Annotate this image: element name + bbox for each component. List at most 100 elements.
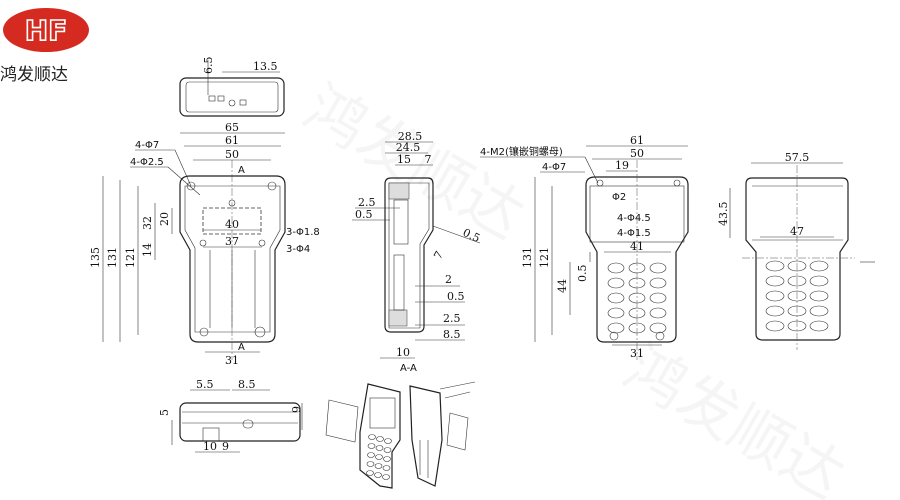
svg-text:121: 121 [124, 247, 137, 268]
svg-text:8.5: 8.5 [238, 378, 256, 391]
svg-text:7: 7 [425, 153, 432, 166]
svg-text:4-Φ7: 4-Φ7 [542, 162, 566, 173]
svg-text:61: 61 [225, 134, 239, 147]
svg-text:50: 50 [630, 147, 644, 160]
key-oval [382, 474, 390, 480]
svg-text:2: 2 [445, 273, 452, 286]
key-oval [384, 438, 392, 444]
svg-text:3-Φ4: 3-Φ4 [286, 244, 310, 255]
svg-text:2.5: 2.5 [358, 196, 376, 209]
svg-text:13.5: 13.5 [253, 60, 278, 73]
key-oval [383, 456, 391, 462]
svg-text:A: A [238, 165, 245, 176]
svg-text:0.5: 0.5 [355, 208, 373, 221]
key-oval [367, 443, 376, 449]
brand-logo: HF [3, 8, 89, 52]
svg-text:121: 121 [538, 247, 551, 268]
key-oval [374, 472, 382, 478]
section-view-a-a: 28.5 24.5 15 7 2.5 0.5 0.5 7 2 0.5 2.5 8… [352, 130, 482, 374]
svg-text:61: 61 [630, 134, 644, 147]
svg-text:0.5: 0.5 [576, 265, 589, 283]
key-oval [765, 260, 785, 272]
bottom-view: 5.5 8.5 5 6 10 9 [158, 378, 303, 453]
svg-text:4-M2(镶嵌铜螺母): 4-M2(镶嵌铜螺母) [480, 145, 563, 158]
key-oval [809, 275, 829, 287]
svg-text:14: 14 [141, 243, 154, 257]
svg-text:9: 9 [222, 440, 229, 453]
key-oval [787, 275, 807, 287]
svg-text:28.5: 28.5 [398, 130, 423, 143]
key-oval [649, 277, 667, 289]
key-oval [375, 454, 383, 460]
key-oval [607, 292, 625, 304]
key-oval [809, 260, 829, 272]
svg-text:10: 10 [396, 346, 410, 359]
key-oval [765, 275, 785, 287]
svg-text:0.5: 0.5 [447, 290, 465, 303]
svg-text:24.5: 24.5 [396, 141, 421, 154]
key-oval [382, 465, 391, 471]
key-oval [607, 277, 625, 289]
exploded-view [325, 381, 476, 489]
key-oval [765, 320, 785, 332]
svg-text:7: 7 [431, 249, 446, 262]
svg-text:4-Φ4.5: 4-Φ4.5 [617, 213, 651, 224]
back-view: 57.5 43.5 47 [717, 151, 875, 350]
svg-text:4-Φ7: 4-Φ7 [135, 140, 159, 151]
svg-text:鸿发顺达: 鸿发顺达 [613, 332, 856, 500]
key-oval [607, 262, 625, 274]
svg-text:20: 20 [158, 212, 171, 226]
key-oval [809, 305, 829, 317]
key-oval [375, 445, 384, 451]
svg-text:2.5: 2.5 [443, 312, 461, 325]
key-oval [809, 320, 829, 332]
svg-text:31: 31 [225, 354, 239, 367]
key-oval [765, 290, 785, 302]
svg-text:3-Φ1.8: 3-Φ1.8 [286, 227, 320, 238]
key-oval [649, 307, 667, 319]
svg-text:135: 135 [89, 247, 102, 268]
key-oval [366, 470, 374, 476]
keypad-view: 61 50 19 41 4-M2(镶嵌铜螺母) 4-Φ7 Φ2 4-Φ4.5 4… [480, 134, 689, 360]
svg-text:15: 15 [397, 153, 411, 166]
key-oval [765, 305, 785, 317]
svg-text:19: 19 [615, 159, 629, 172]
key-oval [374, 463, 383, 469]
watermark: 鸿发顺达 鸿发顺达 [293, 72, 856, 500]
svg-text:43.5: 43.5 [717, 202, 730, 227]
svg-text:47: 47 [790, 225, 804, 238]
key-oval [607, 307, 625, 319]
key-oval [367, 452, 375, 458]
svg-text:8.5: 8.5 [443, 328, 461, 341]
svg-text:57.5: 57.5 [785, 151, 810, 164]
key-oval [649, 322, 667, 334]
svg-text:6: 6 [289, 406, 302, 413]
key-oval [607, 322, 625, 334]
brand-name: 鸿发顺达 [0, 65, 68, 85]
svg-text:131: 131 [106, 247, 119, 268]
svg-text:32: 32 [141, 216, 154, 230]
logo-ellipse [3, 8, 89, 52]
svg-text:Φ2: Φ2 [612, 192, 626, 203]
svg-text:50: 50 [225, 148, 239, 161]
key-oval [366, 461, 375, 467]
svg-text:41: 41 [630, 240, 644, 253]
svg-text:44: 44 [556, 279, 569, 293]
svg-text:A-A: A-A [400, 363, 417, 374]
svg-text:4-Φ1.5: 4-Φ1.5 [617, 228, 651, 239]
key-oval [809, 290, 829, 302]
logo-text: HF [25, 14, 68, 47]
front-view: 65 61 50 4-Φ7 4-Φ2.5 3-Φ1.8 3-Φ4 A A 40 … [89, 121, 320, 367]
svg-text:10: 10 [203, 440, 217, 453]
svg-text:37: 37 [225, 235, 239, 248]
svg-text:4-Φ2.5: 4-Φ2.5 [130, 157, 164, 168]
svg-text:5.5: 5.5 [196, 378, 214, 391]
svg-text:6.5: 6.5 [202, 57, 215, 75]
svg-text:A: A [238, 342, 245, 353]
svg-text:131: 131 [521, 247, 534, 268]
key-oval [368, 434, 376, 440]
top-view: 6.5 13.5 [179, 57, 285, 117]
svg-text:5: 5 [158, 409, 171, 416]
svg-text:31: 31 [630, 347, 644, 360]
